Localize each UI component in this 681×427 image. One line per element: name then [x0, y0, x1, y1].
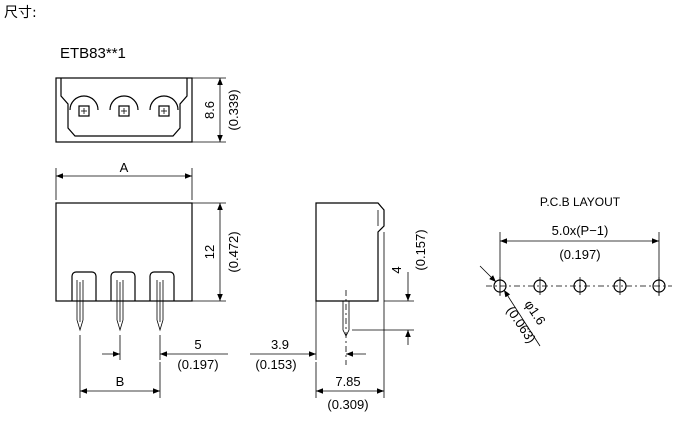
screw-terminal-3 [149, 95, 179, 117]
front-view: A 12 (0.472) 5 (0.197) [55, 160, 241, 398]
pcb-hole-3 [573, 277, 587, 295]
front-pin-3 [149, 271, 175, 332]
pin-length-mm: 4 [389, 266, 404, 273]
front-pin-2 [110, 271, 136, 332]
front-view-housing [55, 202, 193, 302]
pcb-hole-4 [613, 277, 627, 295]
depth-in: (0.309) [327, 397, 368, 412]
screw-terminal-2 [109, 95, 139, 117]
pcb-layout-title: P.C.B LAYOUT [540, 195, 621, 209]
width-a-label: A [120, 160, 129, 175]
screw-terminal-1 [69, 95, 99, 117]
span-b-label: B [116, 374, 125, 389]
front-pin-1 [71, 271, 97, 332]
page-title: 尺寸: [4, 5, 37, 21]
side-view-housing [315, 202, 385, 302]
pcb-hole-5 [652, 277, 666, 295]
pitch-in: (0.197) [177, 357, 218, 372]
top-height-in: (0.339) [226, 89, 241, 130]
pitch-mm: 5 [194, 337, 201, 352]
pcb-pitch-formula: 5.0x(P−1) [552, 223, 609, 238]
pcb-hole-1 [493, 277, 507, 295]
pin-offset-in: (0.153) [255, 357, 296, 372]
top-height-mm: 8.6 [202, 101, 217, 119]
pcb-hole-2 [533, 277, 547, 295]
side-view: 4 (0.157) 3.9 (0.153) 7.85 (0.309) [250, 202, 428, 412]
top-view: ETB83**1 8.6 (0.339) [55, 45, 241, 143]
pin-length-in: (0.157) [413, 229, 428, 270]
front-height-mm: 12 [202, 245, 217, 259]
part-number-label: ETB83**1 [60, 45, 126, 62]
top-view-profile [60, 78, 188, 137]
front-height-in: (0.472) [226, 231, 241, 272]
pin-offset-mm: 3.9 [271, 337, 289, 352]
depth-mm: 7.85 [335, 374, 360, 389]
hole-diameter-leader [503, 289, 541, 347]
top-view-housing [55, 77, 193, 143]
pcb-pitch-in: (0.197) [559, 247, 600, 262]
pcb-layout: P.C.B LAYOUT 5.0x(P−1) (0.197) φ1.6 (0.0… [479, 195, 672, 347]
